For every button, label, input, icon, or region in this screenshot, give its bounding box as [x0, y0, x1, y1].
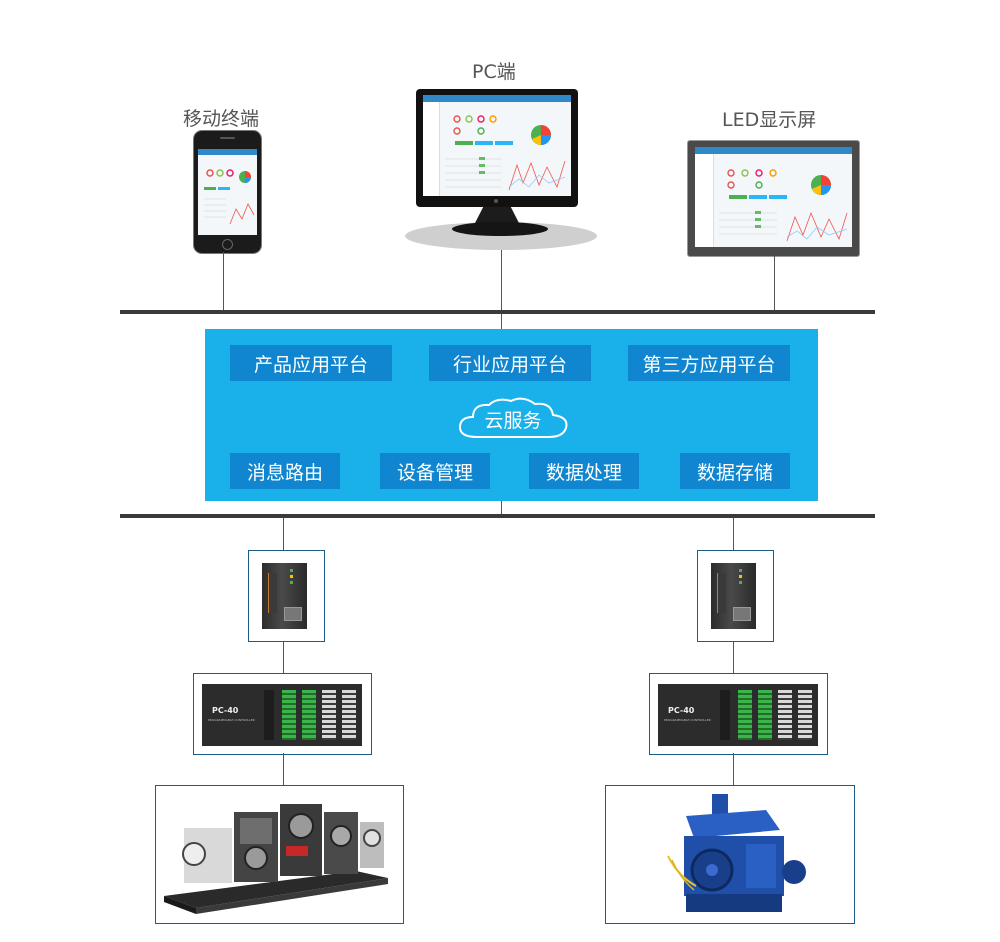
pc-screen — [423, 95, 571, 196]
label-printing-press-image — [164, 804, 388, 914]
led-screen — [695, 147, 852, 247]
phone-speaker — [220, 137, 235, 139]
led-display — [687, 140, 860, 257]
upper-network-bar — [120, 310, 875, 314]
product-app-platform-box: 产品应用平台 — [230, 345, 392, 381]
industry-app-platform-box: 行业应用平台 — [429, 345, 591, 381]
printing-machine-left — [155, 785, 404, 924]
lower-network-bar — [120, 514, 875, 518]
gateway-module-right — [697, 550, 774, 642]
cloud-service-label: 云服务 — [484, 410, 542, 432]
third-party-app-platform-box: 第三方应用平台 — [628, 345, 790, 381]
pc-power-dot — [494, 199, 498, 203]
plc-right-model: PC-40 — [668, 706, 695, 715]
mobile-terminal-label: 移动终端 — [183, 108, 260, 130]
cloud-platform-panel: 产品应用平台 行业应用平台 第三方应用平台 云服务 消息路由 设备管理 数据处理… — [205, 329, 818, 501]
plc-left-model: PC-40 — [212, 706, 239, 715]
die-cutting-machine-right — [605, 785, 855, 924]
plc-left-subtitle: PROGRAMMABLE CONTROLLER — [208, 718, 255, 722]
cloud-icon — [458, 397, 568, 438]
message-routing-box: 消息路由 — [230, 453, 340, 489]
pc-label: PC端 — [472, 61, 516, 83]
data-processing-box: 数据处理 — [529, 453, 639, 489]
pc-base — [452, 222, 548, 236]
pc-monitor — [416, 89, 578, 207]
phone-screen — [198, 149, 257, 235]
mobile-phone — [193, 130, 262, 254]
plc-right: PC-40 PROGRAMMABLE CONTROLLER — [649, 673, 828, 755]
phone-home-button — [222, 239, 233, 250]
data-storage-box: 数据存储 — [680, 453, 790, 489]
led-display-label: LED显示屏 — [722, 109, 817, 131]
pc-stand — [474, 207, 520, 225]
device-management-box: 设备管理 — [380, 453, 490, 489]
plc-right-subtitle: PROGRAMMABLE CONTROLLER — [664, 718, 711, 722]
gateway-module-left — [248, 550, 325, 642]
plc-left: PC-40 PROGRAMMABLE CONTROLLER — [193, 673, 372, 755]
die-cutting-press-image — [667, 794, 806, 912]
